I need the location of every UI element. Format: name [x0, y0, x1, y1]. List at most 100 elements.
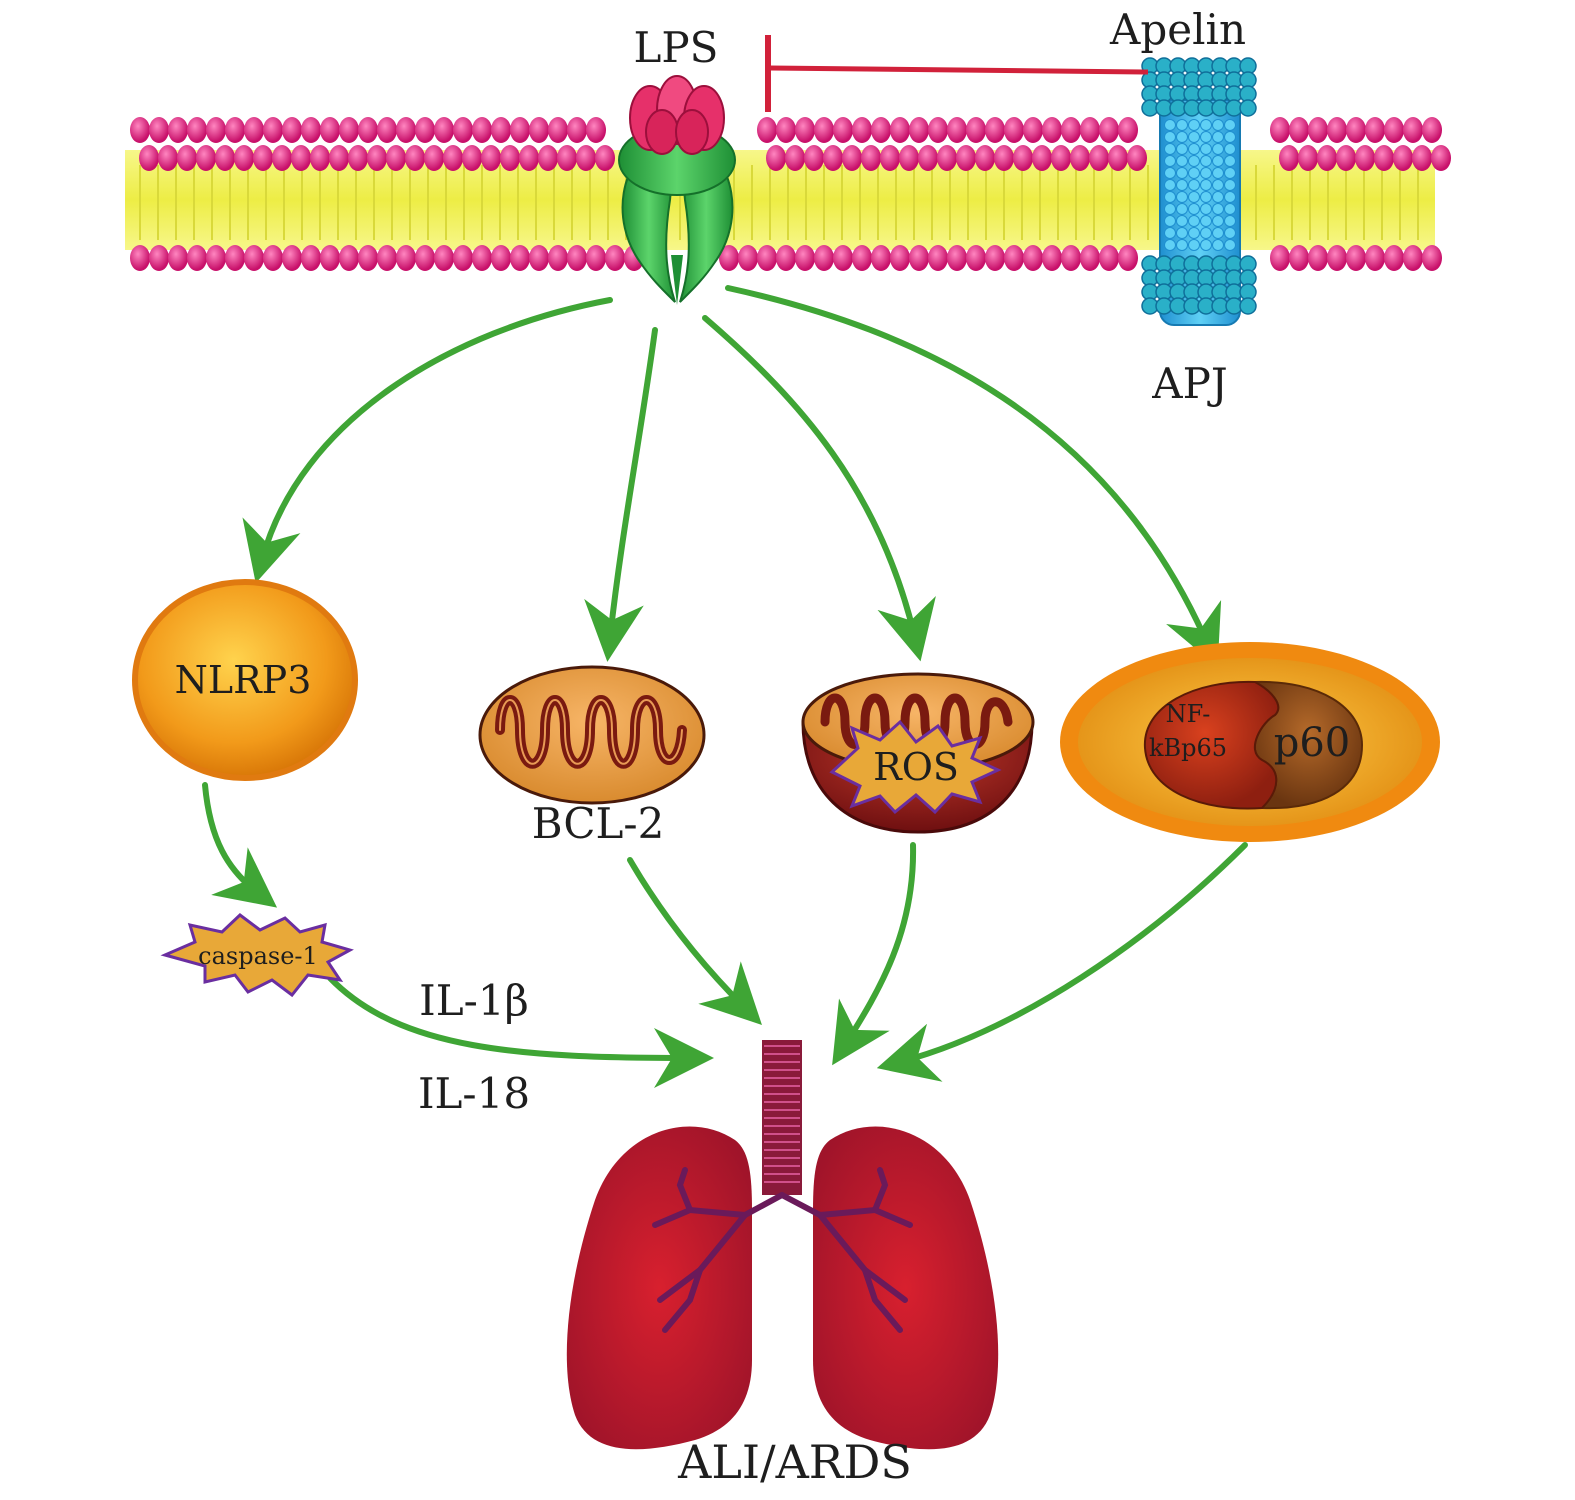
lipid-head	[994, 145, 1014, 171]
lipid-head	[415, 117, 435, 143]
lipid-head	[1042, 245, 1062, 271]
lipid-head	[263, 117, 283, 143]
apj-bead	[1200, 131, 1212, 143]
apj-bead	[1212, 191, 1224, 203]
mito-cristae-highlight	[499, 699, 683, 765]
lipid-head	[1042, 117, 1062, 143]
apj-bead	[1200, 191, 1212, 203]
lipid-head	[1032, 145, 1052, 171]
lipid-head	[1013, 145, 1033, 171]
lipid-head	[329, 145, 349, 171]
lipid-head	[510, 245, 530, 271]
apj-bead	[1212, 203, 1224, 215]
apj-bead	[1224, 215, 1236, 227]
p60-label: p60	[1274, 720, 1351, 766]
apj-bead	[1164, 215, 1176, 227]
apj-bead	[1176, 119, 1188, 131]
lipid-head	[1051, 145, 1071, 171]
apj-bead	[1188, 191, 1200, 203]
lipid-head	[1289, 117, 1309, 143]
lps-lobe	[675, 109, 709, 155]
lipid-head	[1308, 245, 1328, 271]
apj-bead	[1176, 131, 1188, 143]
lipid-head	[1308, 117, 1328, 143]
lipid-head	[130, 245, 150, 271]
arrow-to-nlrp3	[242, 297, 613, 584]
lipid-head	[225, 245, 245, 271]
lipid-head	[909, 117, 929, 143]
lipid-head	[1422, 117, 1442, 143]
lipid-head	[377, 117, 397, 143]
lipid-head	[937, 145, 957, 171]
lipid-head	[890, 117, 910, 143]
outcome-label: ALI/ARDS	[677, 1435, 912, 1489]
apj-bead	[1200, 167, 1212, 179]
lipid-head	[1336, 145, 1356, 171]
lipid-head	[234, 145, 254, 171]
lipid-head	[1355, 145, 1375, 171]
apj-bead	[1200, 203, 1212, 215]
lipid-head	[1403, 245, 1423, 271]
lipid-head	[396, 245, 416, 271]
apj-bead	[1212, 239, 1224, 251]
lipid-head	[1099, 117, 1119, 143]
apj-bead	[1200, 239, 1212, 251]
apj-label: APJ	[1151, 359, 1227, 408]
il1b-label: IL-1β	[419, 976, 529, 1025]
apj-bead	[1176, 191, 1188, 203]
lipid-head	[434, 117, 454, 143]
lipid-head	[1384, 245, 1404, 271]
apj-bead	[1224, 155, 1236, 167]
lipid-head	[253, 145, 273, 171]
lipid-head	[795, 245, 815, 271]
inhibition-stroke	[769, 65, 1149, 75]
bronchiole	[662, 1267, 703, 1333]
lipid-head	[1061, 245, 1081, 271]
apj-bead	[1224, 179, 1236, 191]
lipid-head	[367, 145, 387, 171]
lipid-head	[529, 245, 549, 271]
lipid-head	[1327, 245, 1347, 271]
apj-bead	[1212, 155, 1224, 167]
apj-bead	[1164, 191, 1176, 203]
apj-bead	[1224, 119, 1236, 131]
lipid-head	[1118, 117, 1138, 143]
apj-bead	[1239, 99, 1257, 117]
p65-subunit	[1143, 680, 1280, 810]
lipid-head	[196, 145, 216, 171]
lipid-head	[415, 245, 435, 271]
arrow-to-nfkb	[725, 285, 1222, 667]
apj-bead	[1224, 143, 1236, 155]
lipid-head	[310, 145, 330, 171]
arrow-to-ros	[702, 315, 936, 662]
lipid-head	[1108, 145, 1128, 171]
lipid-head	[187, 117, 207, 143]
lipid-head	[272, 145, 292, 171]
lipid-head	[1374, 145, 1394, 171]
lipid-head	[1061, 117, 1081, 143]
lipid-head	[928, 117, 948, 143]
ros-star	[829, 719, 1002, 815]
lipid-head	[377, 245, 397, 271]
lipid-head	[405, 145, 425, 171]
lipid-head	[1127, 145, 1147, 171]
lipid-head	[215, 145, 235, 171]
lipid-head	[567, 245, 587, 271]
apj-bead	[1164, 131, 1176, 143]
lipid-head	[424, 145, 444, 171]
lipid-head	[301, 245, 321, 271]
apj-bead	[1212, 119, 1224, 131]
lipid-head	[396, 117, 416, 143]
lipid-head	[899, 145, 919, 171]
lipid-head	[510, 117, 530, 143]
lipid-head	[225, 117, 245, 143]
lipid-head	[206, 117, 226, 143]
lipid-head	[1089, 145, 1109, 171]
cell-membrane	[125, 117, 1451, 271]
apj-bead	[1164, 203, 1176, 215]
lipid-head	[719, 245, 739, 271]
lipid-head	[1346, 245, 1366, 271]
lipid-head	[956, 145, 976, 171]
apj-bead	[1188, 227, 1200, 239]
apj-bead	[1200, 143, 1212, 155]
